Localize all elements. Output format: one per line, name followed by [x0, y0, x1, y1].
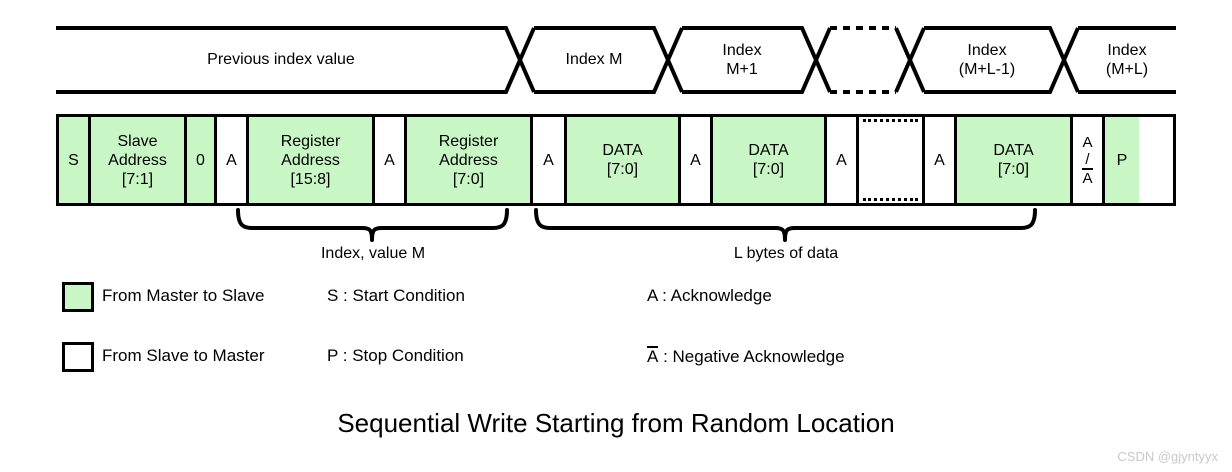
packet-cell-rw-bit[interactable]: 0	[187, 117, 217, 203]
wave-edge-top-5	[924, 26, 1080, 93]
i2c-packet-sequence: S Slave Address [7:1] 0 A Register Addre…	[56, 114, 1176, 206]
brace-path-l-bytes-of-data	[534, 208, 1037, 242]
acknowledge-description: : Acknowledge	[662, 286, 772, 305]
wave-edge-top-2	[534, 26, 684, 93]
wave-edge-top-3	[682, 26, 832, 93]
packet-cell-register-address-high[interactable]: Register Address [15:8]	[249, 117, 375, 203]
ack-nack-stack: A / A	[1082, 133, 1093, 187]
negative-acknowledge-symbol: A	[647, 346, 659, 366]
wave-edge-top-1	[56, 26, 536, 93]
legend-label-negative-acknowledge: A : Negative Acknowledge	[647, 346, 845, 367]
packet-cell-data-last[interactable]: DATA [7:0]	[957, 117, 1073, 203]
packet-cell-continuation-gap	[859, 117, 925, 203]
packet-cell-data-2[interactable]: DATA [7:0]	[713, 117, 827, 203]
packet-cell-ack-or-nack[interactable]: A / A	[1073, 117, 1105, 203]
nack-symbol: A	[1082, 167, 1093, 187]
packet-cell-ack-6[interactable]: A	[925, 117, 957, 203]
wave-edge-bottom-5	[924, 27, 1080, 94]
wave-edge-bottom-1	[56, 27, 536, 94]
legend-label-slave-to-master: From Slave to Master	[102, 346, 265, 365]
packet-cell-ack-2[interactable]: A	[375, 117, 407, 203]
packet-cell-slave-address[interactable]: Slave Address [7:1]	[91, 117, 187, 203]
wave-edge-bottom-3	[682, 27, 832, 94]
brace-caption-index-value-m: Index, value M	[320, 245, 426, 262]
packet-cell-start[interactable]: S	[59, 117, 91, 203]
legend-label-start-condition: S : Start Condition	[327, 286, 465, 305]
watermark: CSDN @gjyntyyx	[1117, 449, 1218, 464]
packet-cell-stop[interactable]: P	[1105, 117, 1139, 203]
legend-label-stop-condition: P : Stop Condition	[327, 346, 464, 365]
packet-cell-ack-4[interactable]: A	[681, 117, 713, 203]
packet-cell-ack-5[interactable]: A	[827, 117, 859, 203]
packet-cell-data-1[interactable]: DATA [7:0]	[567, 117, 681, 203]
slash-symbol: /	[1085, 150, 1090, 168]
legend-label-acknowledge: A : Acknowledge	[647, 286, 772, 306]
packet-cell-ack-1[interactable]: A	[217, 117, 249, 203]
legend-label-master-to-slave: From Master to Slave	[102, 286, 265, 305]
packet-cell-ack-3[interactable]: A	[533, 117, 567, 203]
legend-swatch-master-to-slave	[62, 282, 94, 312]
ack-symbol: A	[1082, 133, 1093, 151]
brace-caption-l-bytes-of-data: L bytes of data	[733, 245, 839, 262]
wave-edge-bottom-4-cross	[894, 27, 926, 93]
packet-cell-register-address-low[interactable]: Register Address [7:0]	[407, 117, 533, 203]
wave-edge-bottom-2	[534, 27, 684, 94]
acknowledge-symbol: A	[647, 286, 658, 305]
brace-path-index-value-m	[236, 208, 509, 242]
diagram-title: Sequential Write Starting from Random Lo…	[337, 408, 895, 438]
legend-swatch-slave-to-master	[62, 342, 94, 372]
negative-acknowledge-description: : Negative Acknowledge	[663, 347, 845, 366]
